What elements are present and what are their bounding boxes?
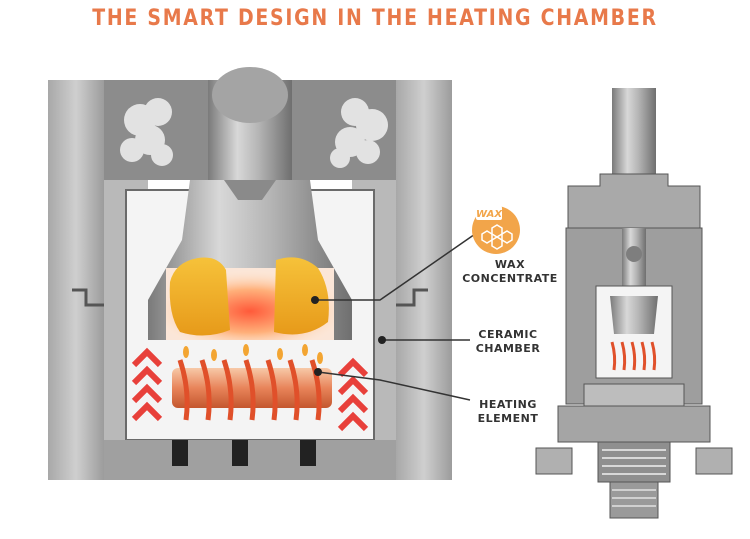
wax-label-line1: WAX: [494, 258, 526, 271]
wax-badge: WAX: [472, 206, 520, 254]
right-nub: [695, 447, 733, 475]
heating-dot: [314, 368, 322, 376]
vapour-left: [120, 98, 173, 166]
pin-threads: [612, 489, 656, 507]
right-outer-wall: [396, 80, 452, 480]
cone-tip: [224, 180, 276, 200]
small-coil: [610, 341, 657, 371]
ceramic-label-line1: CERAMIC: [478, 328, 538, 341]
honeycomb-icon: [481, 224, 513, 250]
wax-drips: [183, 344, 323, 364]
base-post-1: [172, 440, 188, 466]
leader-lines: [315, 231, 479, 401]
large-cross-section: [48, 67, 452, 480]
base-post-2: [232, 440, 248, 466]
base-post-3: [300, 440, 316, 466]
top-cap: [567, 173, 701, 229]
wax-badge-tag: [476, 206, 502, 220]
vapour-right: [330, 98, 388, 168]
wax-right: [274, 257, 329, 335]
heating-label-line2: ELEMENT: [477, 412, 539, 425]
base-ring: [557, 405, 711, 443]
atomizer-cross-section: [535, 88, 733, 519]
510-pin: [609, 481, 659, 519]
left-notch: [72, 288, 104, 307]
heating-leader: [317, 371, 471, 401]
lower-collar: [583, 383, 685, 407]
pipe-opening: [212, 67, 288, 123]
ceramic-dot: [378, 336, 386, 344]
air-hole: [626, 246, 642, 262]
heating-element-label: HEATING ELEMENT: [470, 398, 546, 426]
wax-label-line2: CONCENTRATE: [462, 272, 558, 285]
wax-left: [169, 257, 230, 336]
heat-chevrons-left: [131, 347, 163, 422]
left-nub: [535, 447, 573, 475]
connector-body: [597, 441, 671, 483]
heating-label-line1: HEATING: [479, 398, 537, 411]
chamber-base: [104, 440, 396, 480]
mouthpiece: [612, 88, 656, 174]
ceramic-chamber-label: CERAMIC CHAMBER: [470, 328, 546, 356]
threads: [602, 449, 666, 475]
page-title: THE SMART DESIGN IN THE HEATING CHAMBER: [92, 6, 658, 31]
ceramic-label-line2: CHAMBER: [475, 342, 541, 355]
wax-leader: [315, 231, 479, 301]
wax-badge-text: WAX: [476, 209, 503, 220]
heat-chevrons-right: [337, 357, 369, 432]
right-notch: [396, 288, 428, 307]
small-funnel: [610, 296, 658, 334]
wax-concentrate-label: WAX CONCENTRATE: [462, 258, 558, 286]
left-outer-wall: [48, 80, 104, 480]
heating-coil: [177, 359, 322, 421]
wax-dot: [311, 296, 319, 304]
